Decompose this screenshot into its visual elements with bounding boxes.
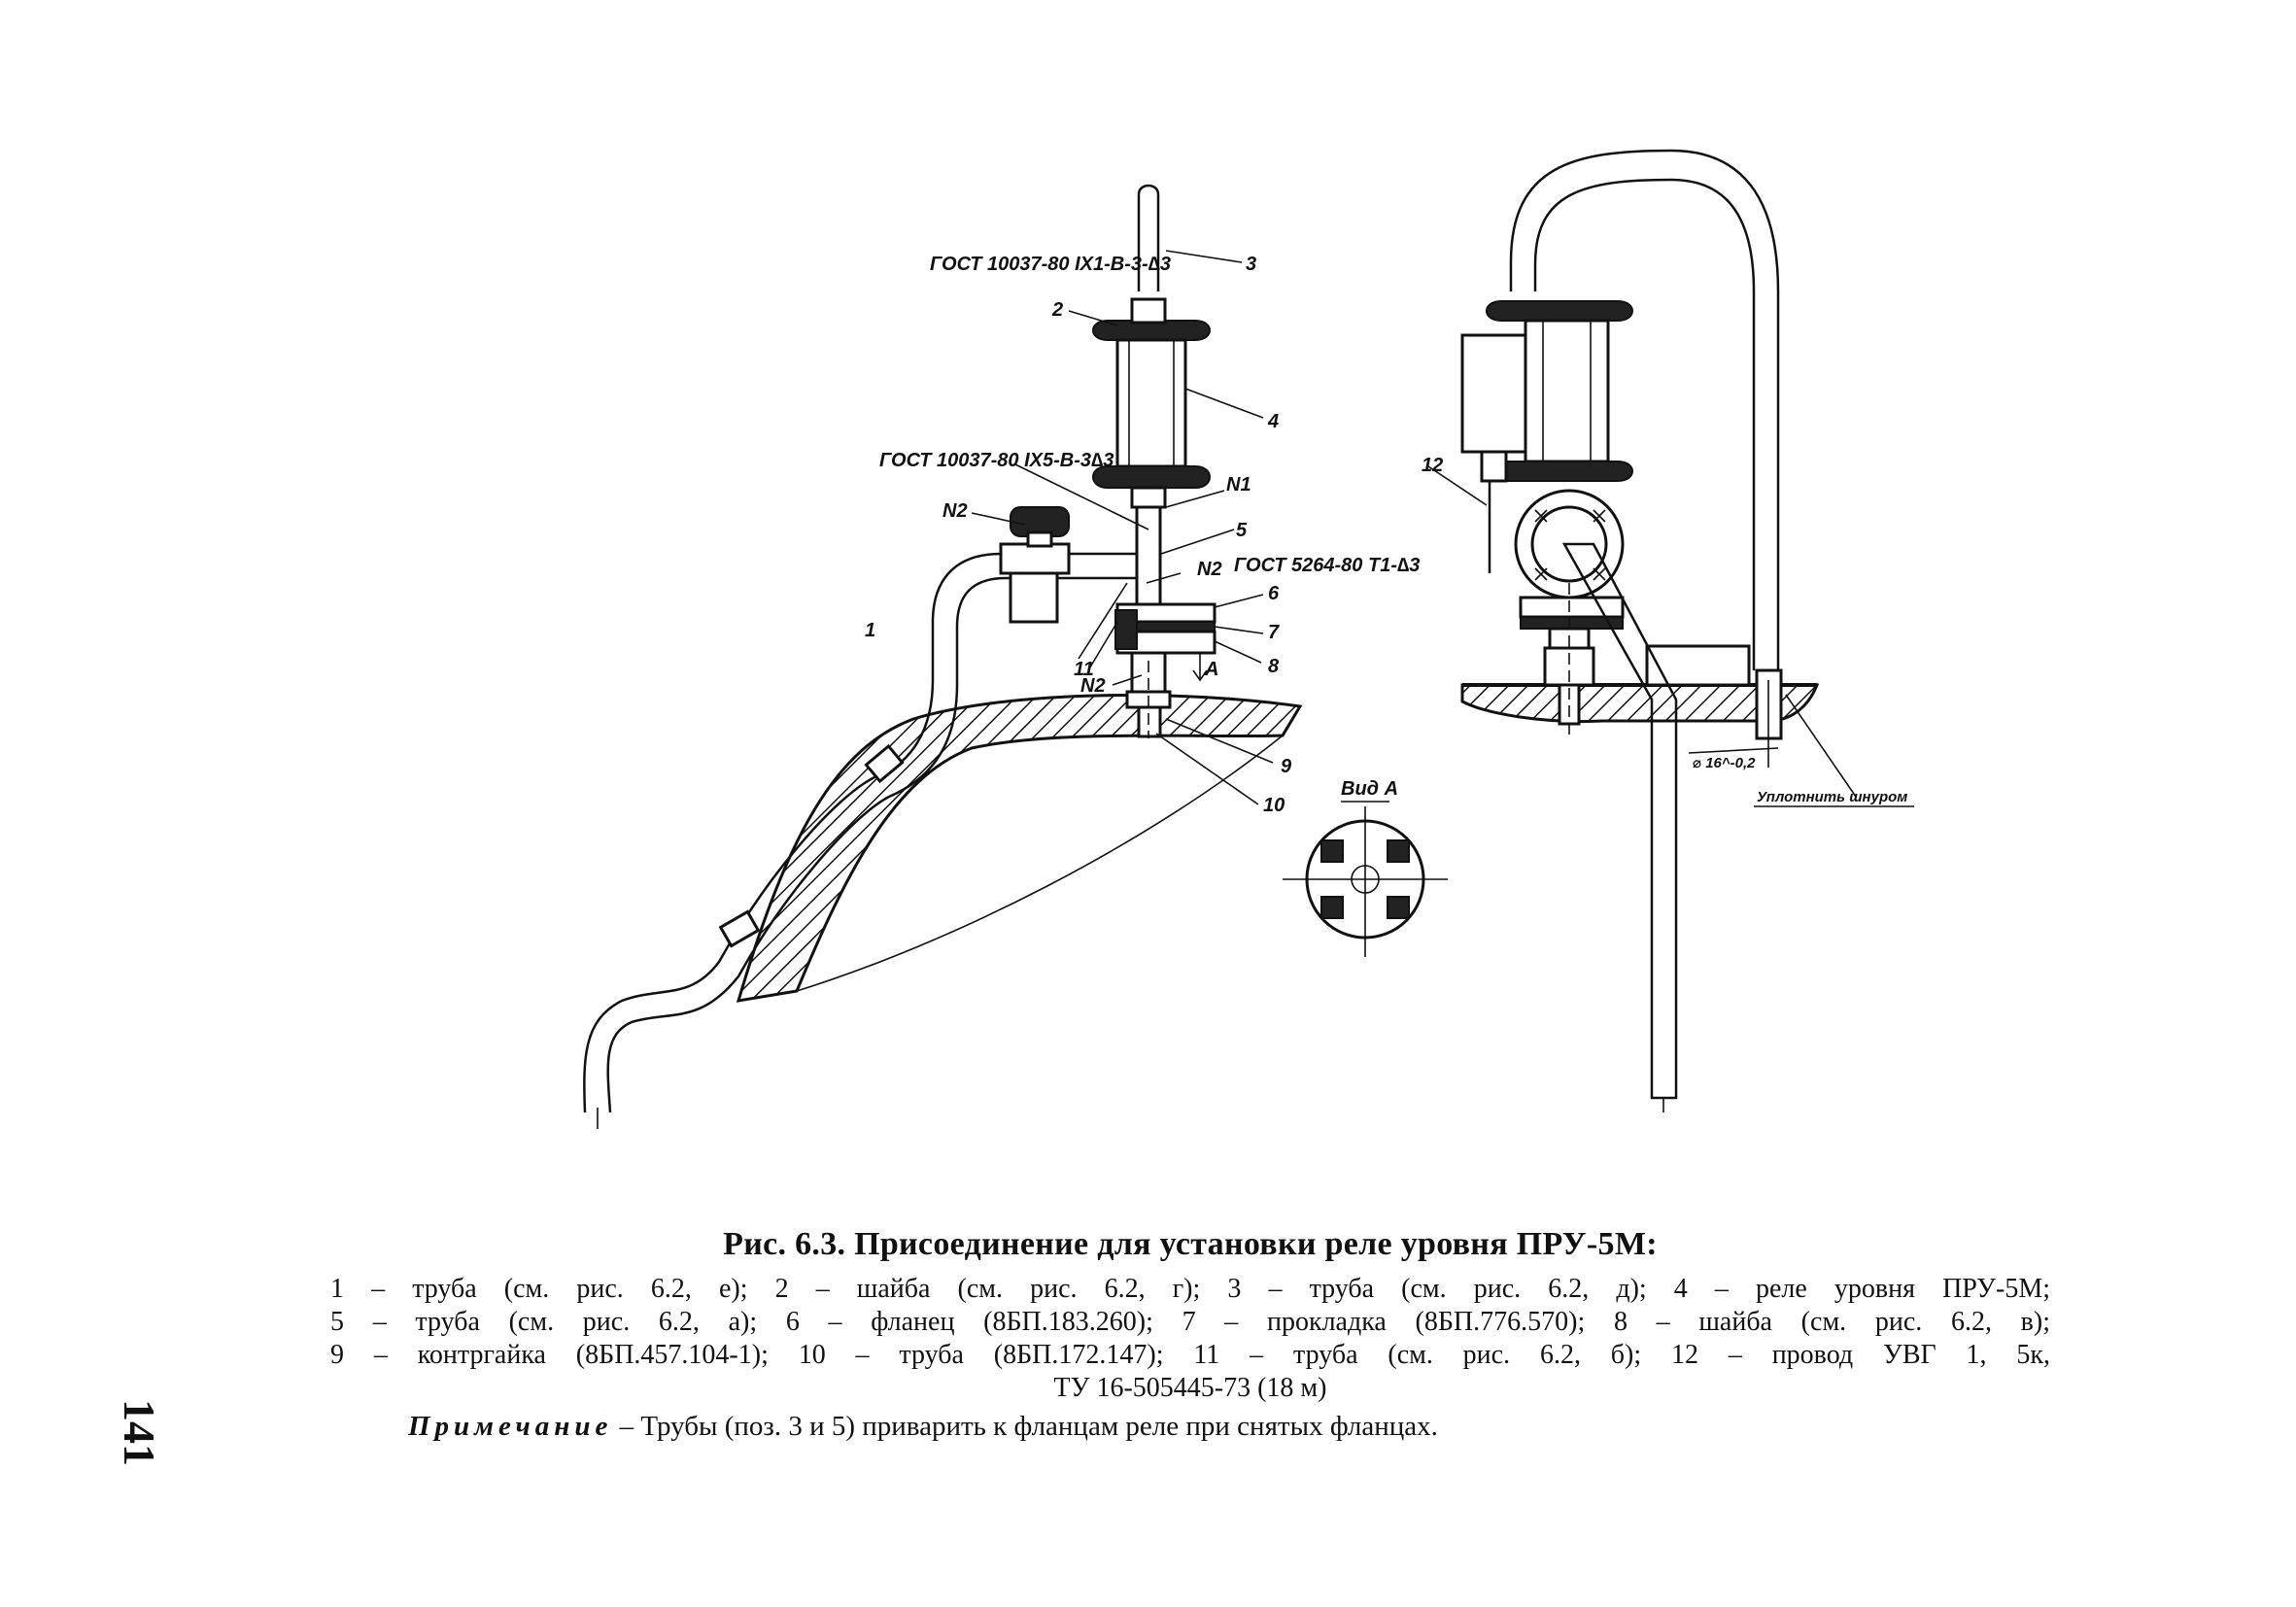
label-n2-top: N2 (942, 500, 968, 522)
lid-block (1645, 644, 1751, 687)
clamp-upper (864, 743, 905, 784)
seal-note: Уплотнить шнуром (1757, 789, 1907, 805)
relay-right-top-flange (1486, 300, 1633, 322)
label-8: 8 (1268, 656, 1280, 677)
note-text: – Трубы (поз. 3 и 5) приварить к фланцам… (612, 1411, 1438, 1442)
tank-lid-section (1460, 683, 1820, 723)
tank-wall-section (736, 694, 1303, 1003)
label-2: 2 (1051, 299, 1063, 321)
legend-line-1: 1 – труба (см. рис. 6.2, е); 2 – шайба (… (330, 1274, 2050, 1304)
label-5: 5 (1236, 520, 1248, 541)
view-a: Вид А (1283, 778, 1448, 957)
arch-pipe-inner (1533, 178, 1756, 670)
label-11: 11 (1074, 659, 1094, 680)
label-n2-bottom: N2 (1080, 675, 1106, 697)
pipe-1-inner (606, 576, 1156, 1113)
legend-line-2: 5 – труба (см. рис. 6.2, а); 6 – фланец … (330, 1307, 2050, 1337)
view-a-label: Вид А (1341, 778, 1398, 800)
label-n2-side: N2 (1197, 559, 1222, 580)
relay-4-body (1115, 338, 1187, 468)
tee-fitting (999, 542, 1071, 575)
tee-body (1009, 571, 1059, 624)
relay-bottom-flange (1092, 465, 1211, 489)
note-label: Примечание (408, 1411, 613, 1442)
label-n1: N1 (1226, 474, 1251, 496)
svg-text:⌀ 16^-0,2: ⌀ 16^-0,2 (1693, 755, 1756, 771)
arch-pipe-outer (1509, 149, 1780, 670)
legend-line-4: ТУ 16-505445-73 (18 м) (1053, 1373, 1327, 1403)
pipe-11 (1561, 542, 1678, 1100)
pipe-3 (1137, 184, 1160, 291)
label-4: 4 (1267, 411, 1279, 432)
leader-lines (971, 250, 1274, 805)
clamp-lower (718, 909, 761, 948)
gost-label-right: ГОСТ 5264-80 Т1-∆3 (1234, 555, 1420, 576)
caption-title: Рис. 6.3. Присоединение для установки ре… (723, 1226, 1658, 1262)
junction-box (1460, 333, 1527, 454)
view-a-bolts (1320, 839, 1410, 919)
label-3: 3 (1246, 254, 1256, 275)
left-view: ГОСТ 10037-80 IХ1-В-3-∆3 3 2 4 ГОСТ 1003… (583, 184, 1420, 1129)
label-7: 7 (1268, 622, 1280, 643)
chamber-bolts (1534, 509, 1606, 581)
relay-top-flange (1092, 320, 1211, 341)
pipe-1-outer (583, 552, 1156, 1113)
note: Примечание – Трубы (поз. 3 и 5) приварит… (408, 1411, 1438, 1443)
label-1: 1 (865, 620, 875, 641)
label-6: 6 (1268, 583, 1280, 604)
label-12: 12 (1422, 455, 1443, 476)
relay-right-body (1524, 319, 1610, 463)
pipe-5 (1135, 505, 1162, 606)
label-9: 9 (1281, 756, 1292, 777)
label-a: А (1204, 659, 1218, 680)
right-view: ⌀ 16^-0,2 Уплотнить шнуром 12 (1422, 149, 1914, 1112)
legend-line-3: 9 – контргайка (8БП.457.104-1); 10 – тру… (330, 1340, 2050, 1370)
relay-right-bottom-flange (1486, 461, 1633, 482)
gost-label-top: ГОСТ 10037-80 IХ1-В-3-∆3 (930, 254, 1171, 275)
label-10: 10 (1263, 795, 1285, 816)
figure-caption: Рис. 6.3. Присоединение для установки ре… (330, 1226, 2050, 1405)
pipe-10 (1137, 705, 1162, 738)
page-number: 141 (115, 1399, 164, 1466)
gost-label-mid: ГОСТ 10037-80 IХ5-В-3∆3 (879, 450, 1114, 471)
